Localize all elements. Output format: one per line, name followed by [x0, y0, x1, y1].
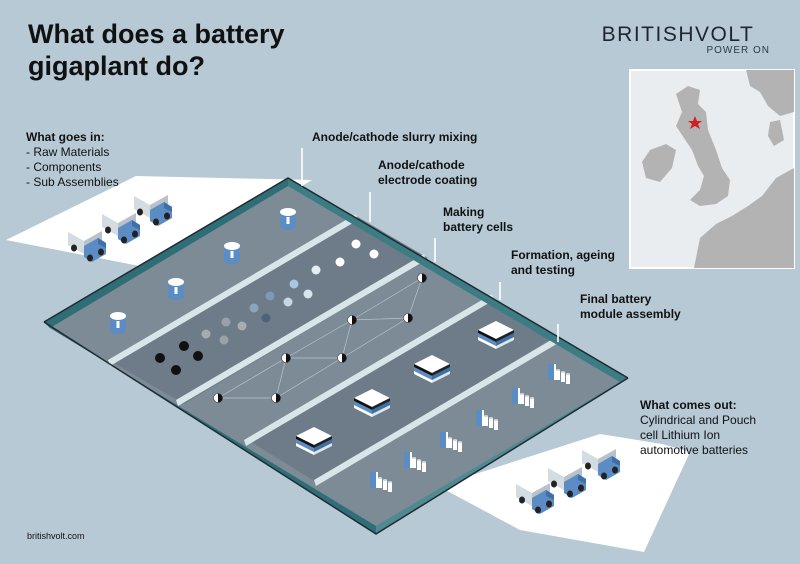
- callout-lines: [301, 148, 559, 342]
- logo-brand: BRITISHVOLT: [601, 23, 755, 46]
- material-container-icon: [280, 208, 296, 230]
- britishvolt-logo: BRITISHVOLT POWER ON: [580, 23, 776, 57]
- battery-cell-icon: [337, 353, 347, 363]
- location-star-icon: [688, 116, 702, 129]
- inputs-label: What goes in: - Raw Materials - Componen…: [26, 130, 119, 189]
- plant-floor: [44, 178, 628, 534]
- lane-slurry: [112, 216, 428, 404]
- slurry-dot-icon: [155, 239, 379, 375]
- stage-label-electrode-coating: Anode/cathode electrode coating: [378, 158, 478, 187]
- logo-tagline: POWER ON: [706, 45, 770, 56]
- material-container-icon: [110, 312, 126, 334]
- battery-cell-icon: [281, 353, 291, 363]
- battery-cell-icon: [403, 313, 413, 323]
- stage-label-slurry-mixing: Anode/cathode slurry mixing: [312, 130, 478, 144]
- stage-label-cell-making: Making battery cells: [443, 205, 514, 234]
- footer-url[interactable]: britishvolt.com: [27, 531, 85, 541]
- battery-cell-icon: [417, 273, 427, 283]
- page-title: What does a battery gigaplant do?: [28, 19, 285, 81]
- material-container-icon: [168, 278, 184, 300]
- battery-cell-icon: [213, 393, 223, 403]
- stage-label-formation: Formation, ageing and testing: [511, 248, 616, 277]
- battery-cell-icon: [271, 393, 281, 403]
- outputs-label: What comes out: Cylindrical and Pouch ce…: [640, 398, 757, 457]
- location-map: [629, 69, 795, 269]
- battery-cell-icon: [347, 315, 357, 325]
- outer-walls: [43, 177, 629, 535]
- material-container-icon: [224, 242, 240, 264]
- partition-walls: [108, 214, 560, 486]
- stage-label-module-assembly: Final battery module assembly: [580, 292, 681, 321]
